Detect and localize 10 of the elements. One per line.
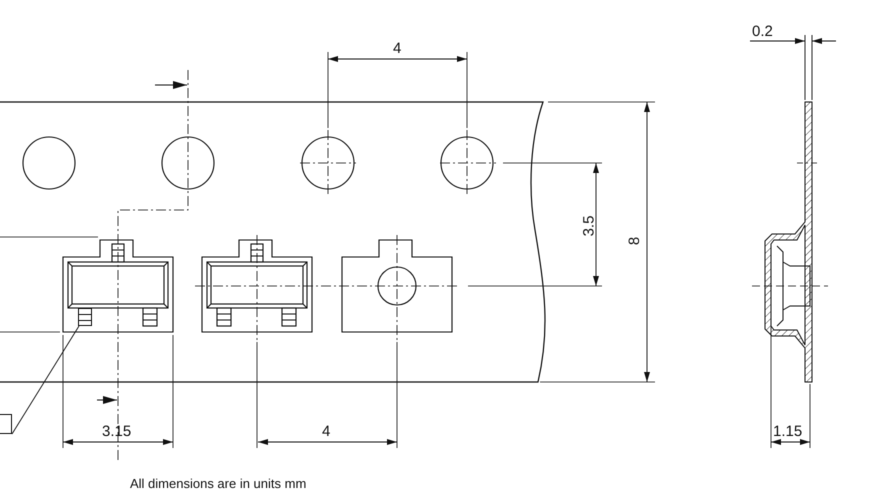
leader-line	[12, 326, 80, 434]
dimension-value: 3.5	[581, 216, 598, 236]
note-text: All dimensions are in units mm	[130, 476, 306, 492]
dimension-value: 8	[627, 236, 644, 246]
dimension-value: 1.15	[773, 424, 802, 440]
dimension-value: 3.15	[102, 424, 132, 440]
dimension-value: 4	[393, 41, 402, 57]
dimension-value: 0.2	[752, 24, 773, 40]
pin	[78, 308, 92, 326]
dimension-value: 4	[322, 424, 330, 440]
